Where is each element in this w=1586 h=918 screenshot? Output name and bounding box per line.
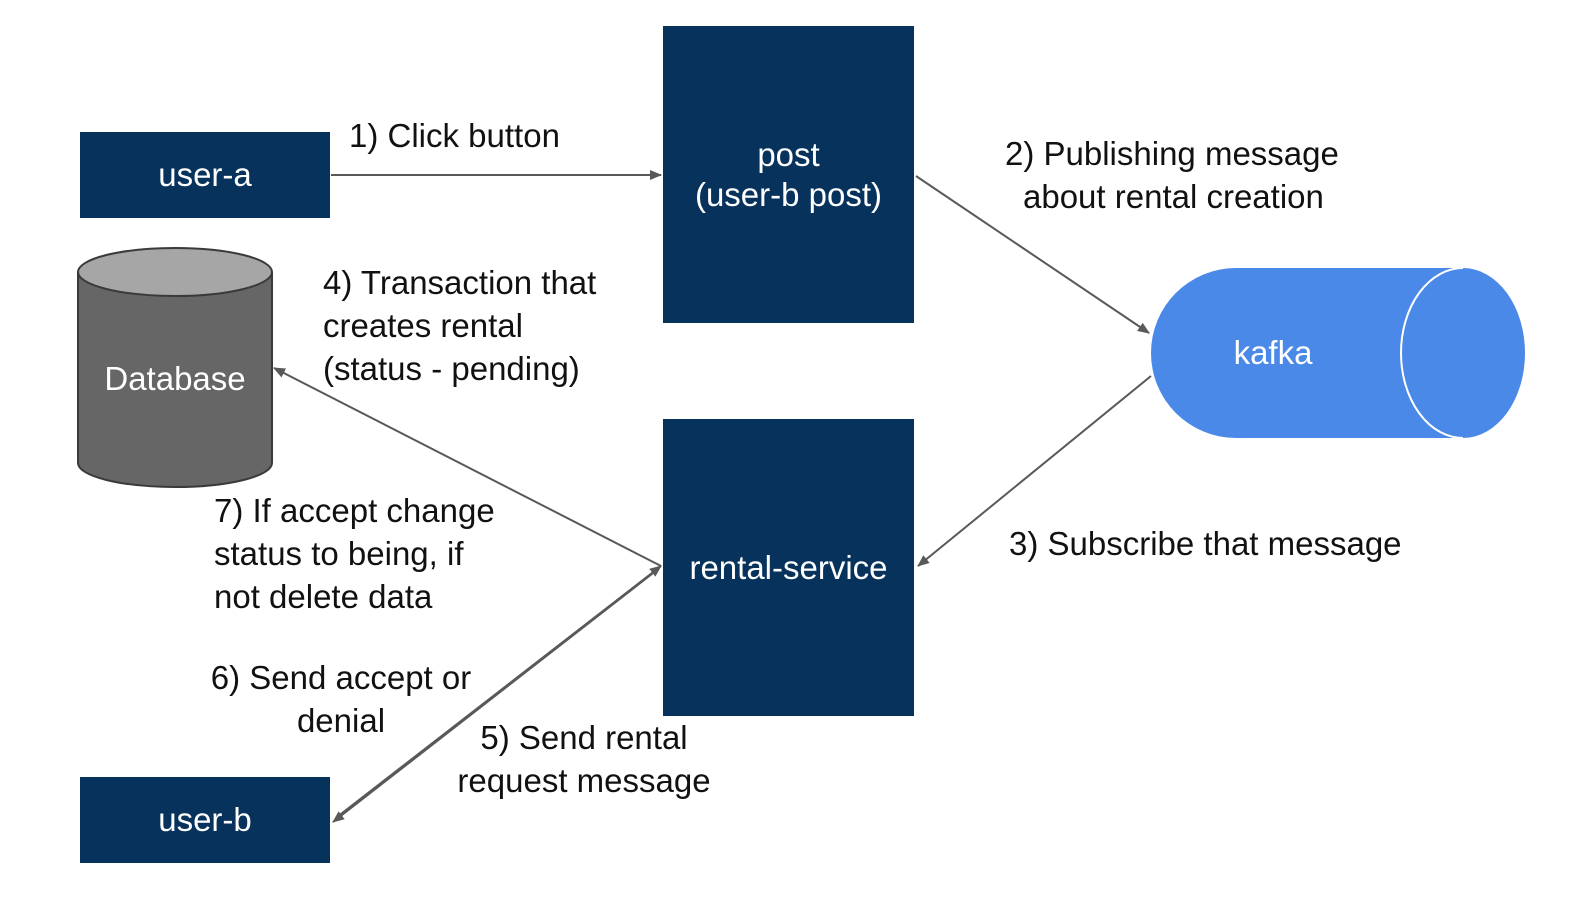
post-node: post (user-b post) (663, 26, 914, 323)
step-5-label: 5) Send rental request message (457, 719, 711, 799)
database-cylinder (77, 247, 273, 488)
step-2-label: 2) Publishing message about rental creat… (1005, 135, 1339, 215)
user-a-node: user-a (80, 132, 330, 218)
step-4-label: 4) Transaction that creates rental (stat… (323, 264, 597, 387)
arrow-publish-message (915, 175, 1150, 334)
user-a-label: user-a (158, 156, 252, 193)
kafka-label: kafka (1233, 334, 1313, 371)
post-sublabel: (user-b post) (694, 175, 883, 213)
rental-service-node: rental-service (663, 419, 914, 716)
user-b-node: user-b (80, 777, 330, 863)
database-label: Database (104, 360, 246, 397)
step-1-label: 1) Click button (349, 117, 560, 154)
step-6-label: 6) Send accept or denial (210, 659, 472, 739)
post-label: post (757, 135, 820, 173)
step-7-label: 7) If accept change status to being, if … (214, 492, 495, 615)
arrow-send-accept-denial (336, 565, 662, 818)
kafka-cylinder (1151, 267, 1525, 439)
arrow-subscribe-message (917, 375, 1152, 567)
user-b-label: user-b (158, 801, 252, 838)
step-3-label: 3) Subscribe that message (1009, 525, 1402, 562)
rental-service-label: rental-service (689, 548, 888, 586)
arrow-transaction-to-database (273, 367, 662, 567)
